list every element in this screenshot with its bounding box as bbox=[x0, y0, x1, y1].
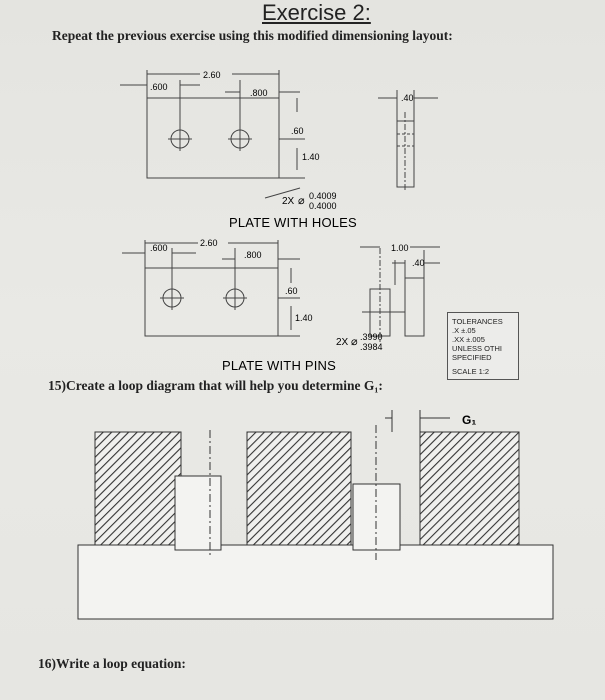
holes-dim-40: .40 bbox=[401, 93, 414, 103]
holes-dia-upper: 0.4009 bbox=[309, 191, 337, 201]
tolerance-scale: SCALE 1:2 bbox=[452, 367, 490, 376]
top-plate-middle bbox=[246, 431, 352, 546]
pins-count: 2X bbox=[336, 337, 349, 348]
top-plate-right bbox=[419, 431, 520, 546]
question-16: 16)Write a loop equation: bbox=[38, 656, 186, 671]
pins-dim-100: 1.00 bbox=[391, 243, 409, 253]
tolerance-block: TOLERANCES .X ±.05 .XX ±.005 UNLESS OTHI… bbox=[447, 312, 519, 380]
plate-with-pins-drawing bbox=[122, 240, 440, 344]
exercise-title: Exercise 2: bbox=[262, 0, 371, 25]
tolerance-specified: SPECIFIED bbox=[452, 353, 492, 362]
tolerance-xx: .XX ±.005 bbox=[452, 335, 485, 344]
pins-dim-140: 1.40 bbox=[295, 313, 313, 323]
pins-dim-60: .60 bbox=[285, 286, 298, 296]
pins-plate-outline bbox=[144, 267, 279, 337]
gap-label-g1: G₁ bbox=[462, 413, 476, 427]
holes-dim-800: .800 bbox=[250, 88, 268, 98]
plate-with-holes-drawing bbox=[120, 70, 438, 199]
holes-count: 2X bbox=[282, 196, 295, 207]
tolerance-x: .X ±.05 bbox=[452, 326, 476, 335]
pins-dim-800: .800 bbox=[244, 250, 262, 260]
pins-dim-40: .40 bbox=[412, 258, 425, 268]
pins-dim-600: .600 bbox=[150, 243, 168, 253]
tolerance-heading: TOLERANCES bbox=[452, 317, 503, 326]
holes-dia-lower: 0.4000 bbox=[309, 201, 337, 211]
instruction-text: Repeat the previous exercise using this … bbox=[52, 28, 453, 43]
holes-dim-140: 1.40 bbox=[302, 152, 320, 162]
pins-caption: PLATE WITH PINS bbox=[222, 358, 336, 373]
holes-dim-260: 2.60 bbox=[203, 70, 221, 80]
diameter-symbol-pins: ⌀ bbox=[351, 336, 358, 348]
holes-dim-60: .60 bbox=[291, 126, 304, 136]
tolerance-unless: UNLESS OTHI bbox=[452, 344, 503, 353]
holes-caption: PLATE WITH HOLES bbox=[229, 215, 357, 230]
pins-side-plate bbox=[404, 277, 425, 337]
question-15: 15)Create a loop diagram that will help … bbox=[48, 378, 383, 393]
pin-left-assembly bbox=[174, 475, 222, 551]
bottom-plate bbox=[77, 544, 554, 620]
holes-plate-outline bbox=[146, 97, 280, 179]
diameter-symbol-holes: ⌀ bbox=[298, 195, 305, 207]
assembly-drawing bbox=[77, 410, 554, 620]
pins-dia-upper: .3990 bbox=[360, 332, 383, 342]
pins-dia-lower: .3984 bbox=[360, 342, 383, 352]
top-plate-left bbox=[94, 431, 182, 546]
pins-dim-260: 2.60 bbox=[200, 238, 218, 248]
holes-dim-600: .600 bbox=[150, 82, 168, 92]
